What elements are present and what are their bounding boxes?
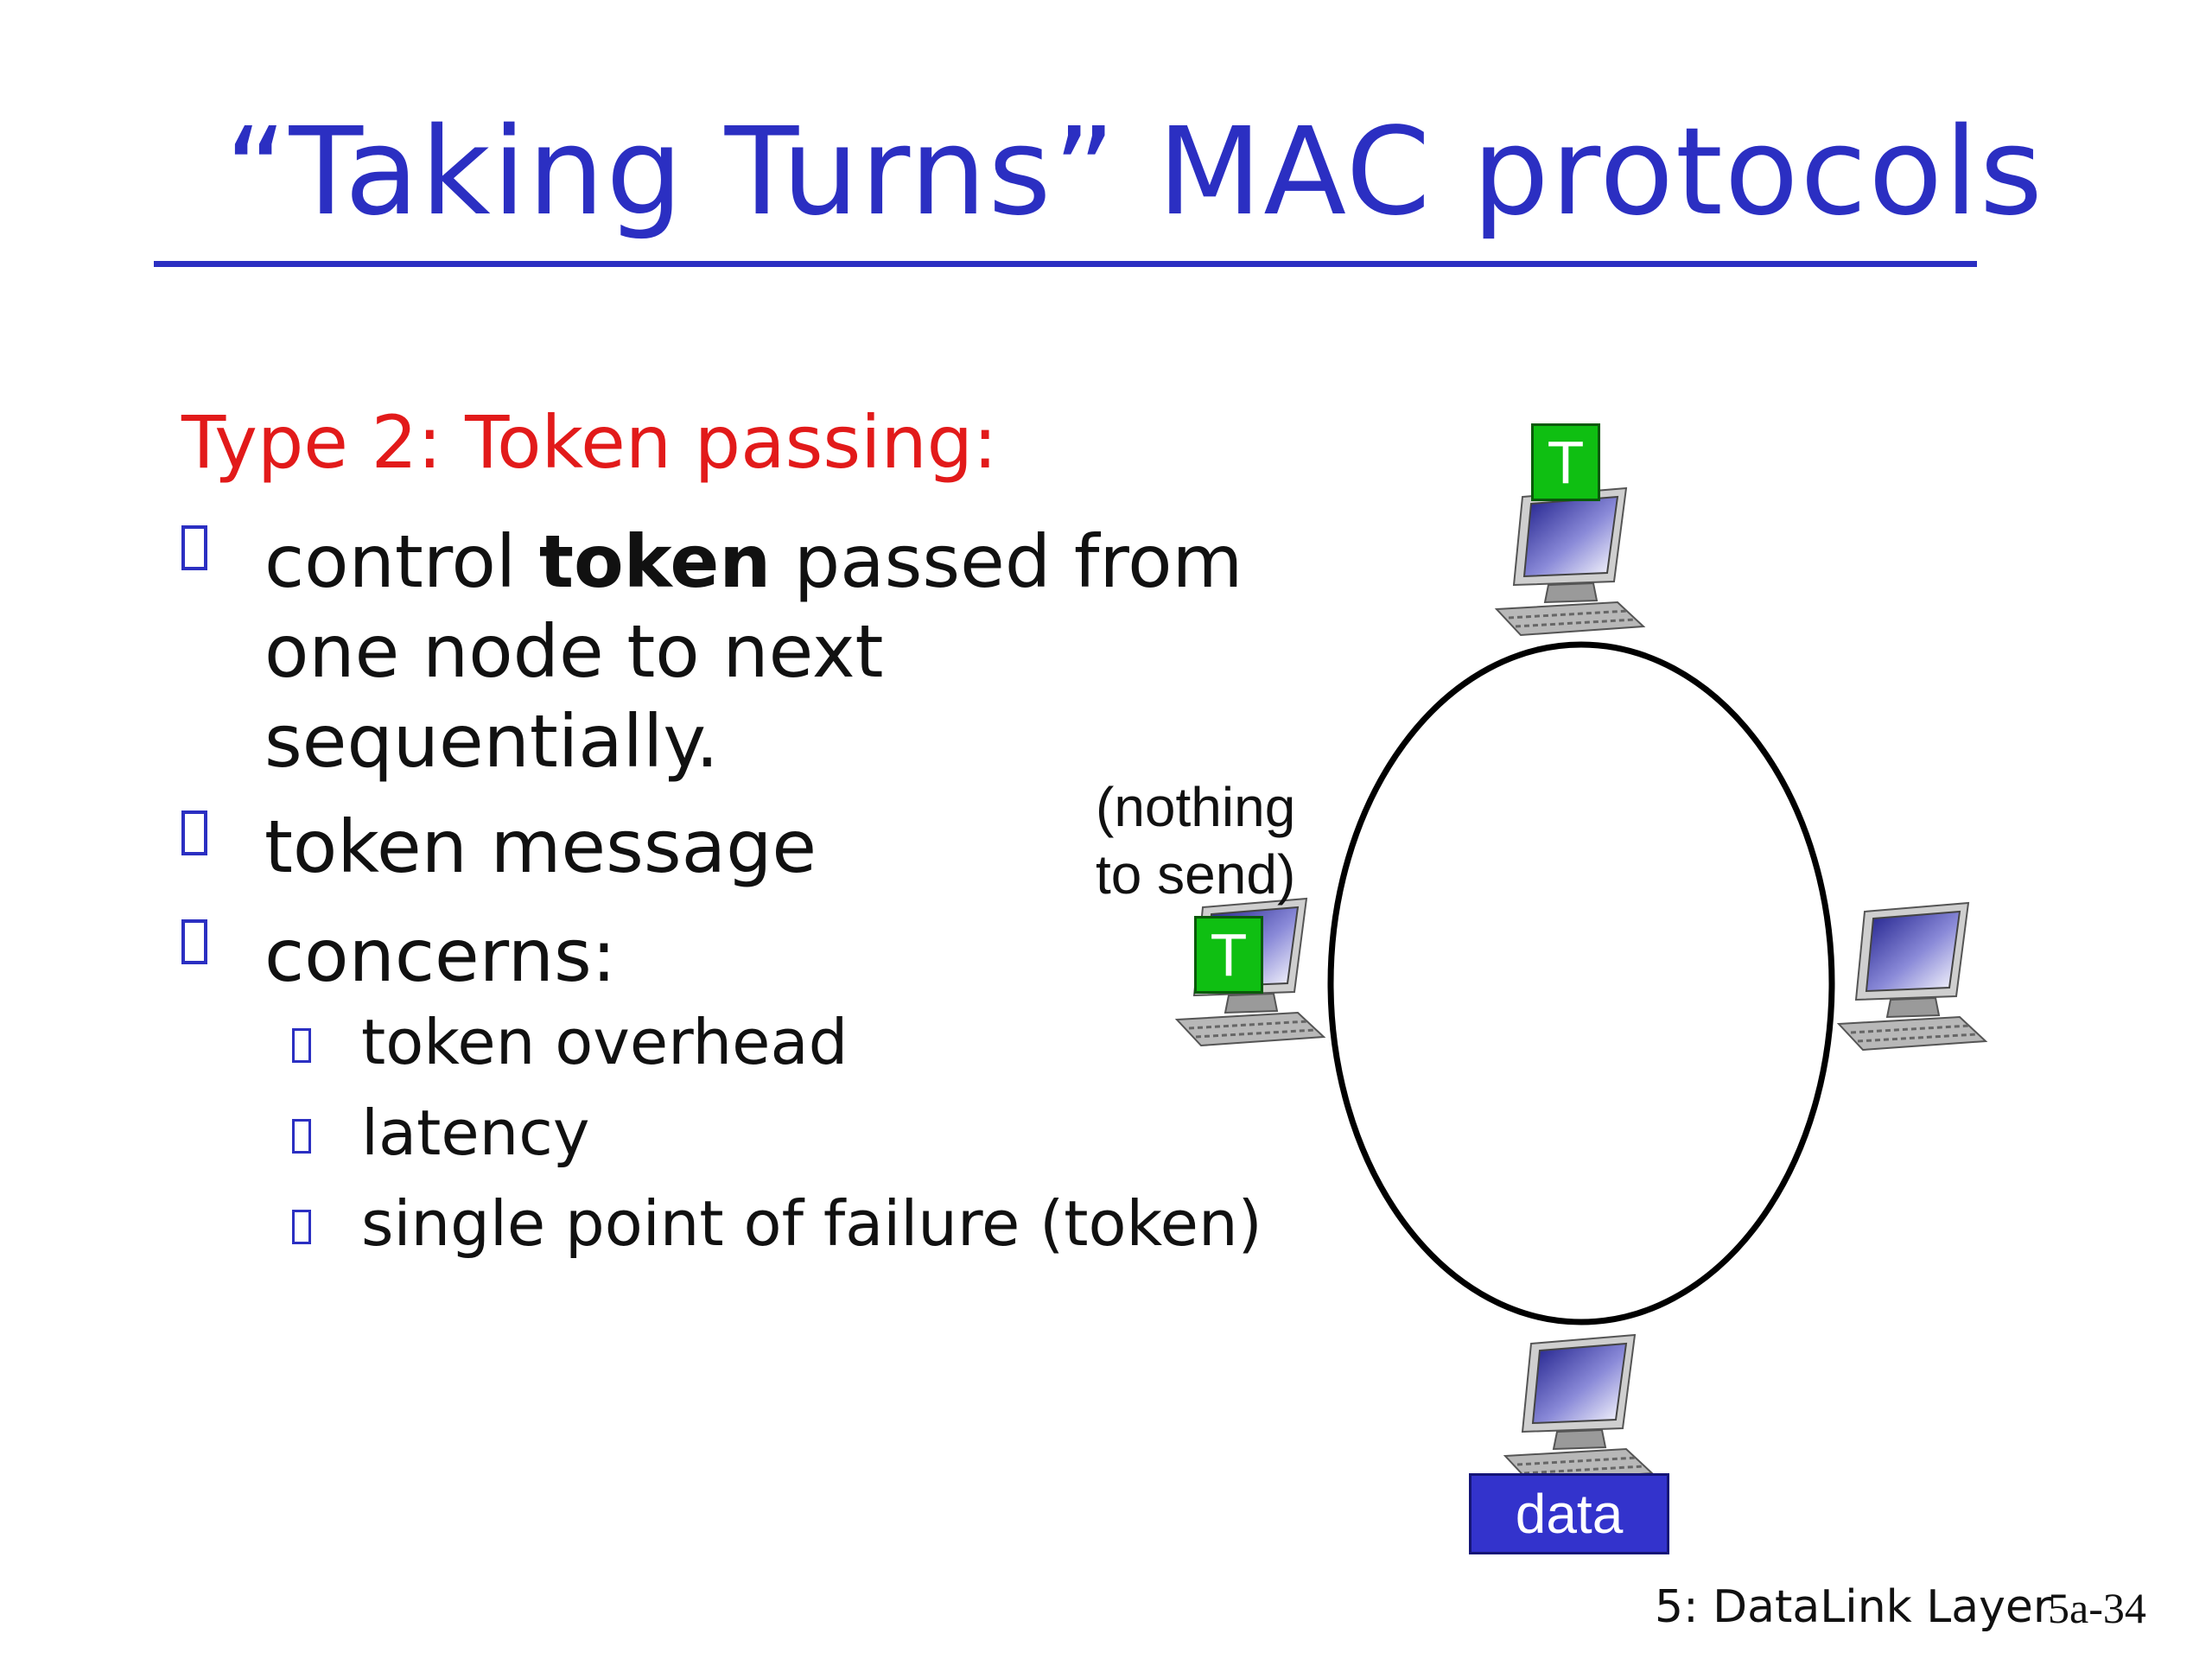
sub-bullet-marker	[292, 1210, 311, 1244]
sub-bullet-marker	[292, 1028, 311, 1063]
nothing-to-send-annotation: (nothing to send)	[1096, 776, 1296, 906]
computer-right	[1837, 901, 1987, 1052]
section-heading: Type 2: Token passing:	[181, 400, 998, 485]
bullet-marker	[181, 525, 207, 570]
footer-chapter: 5: DataLink Layer	[1655, 1581, 2052, 1633]
bullet-marker	[181, 810, 207, 855]
sub-bullet-marker	[292, 1119, 311, 1154]
bullet-marker	[181, 919, 207, 964]
ring	[1327, 641, 1835, 1325]
page-number: 5a-34	[2048, 1584, 2146, 1632]
data-label: data	[1469, 1473, 1669, 1554]
token-badge-left: T	[1194, 916, 1263, 994]
computer-bottom	[1503, 1333, 1654, 1484]
token-badge-top: T	[1531, 423, 1600, 501]
bullet-text: control token passed from	[264, 519, 1243, 604]
computer-top	[1495, 486, 1645, 637]
slide-title: “Taking Turns” MAC protocols	[225, 102, 2044, 243]
title-underline	[154, 261, 1977, 267]
